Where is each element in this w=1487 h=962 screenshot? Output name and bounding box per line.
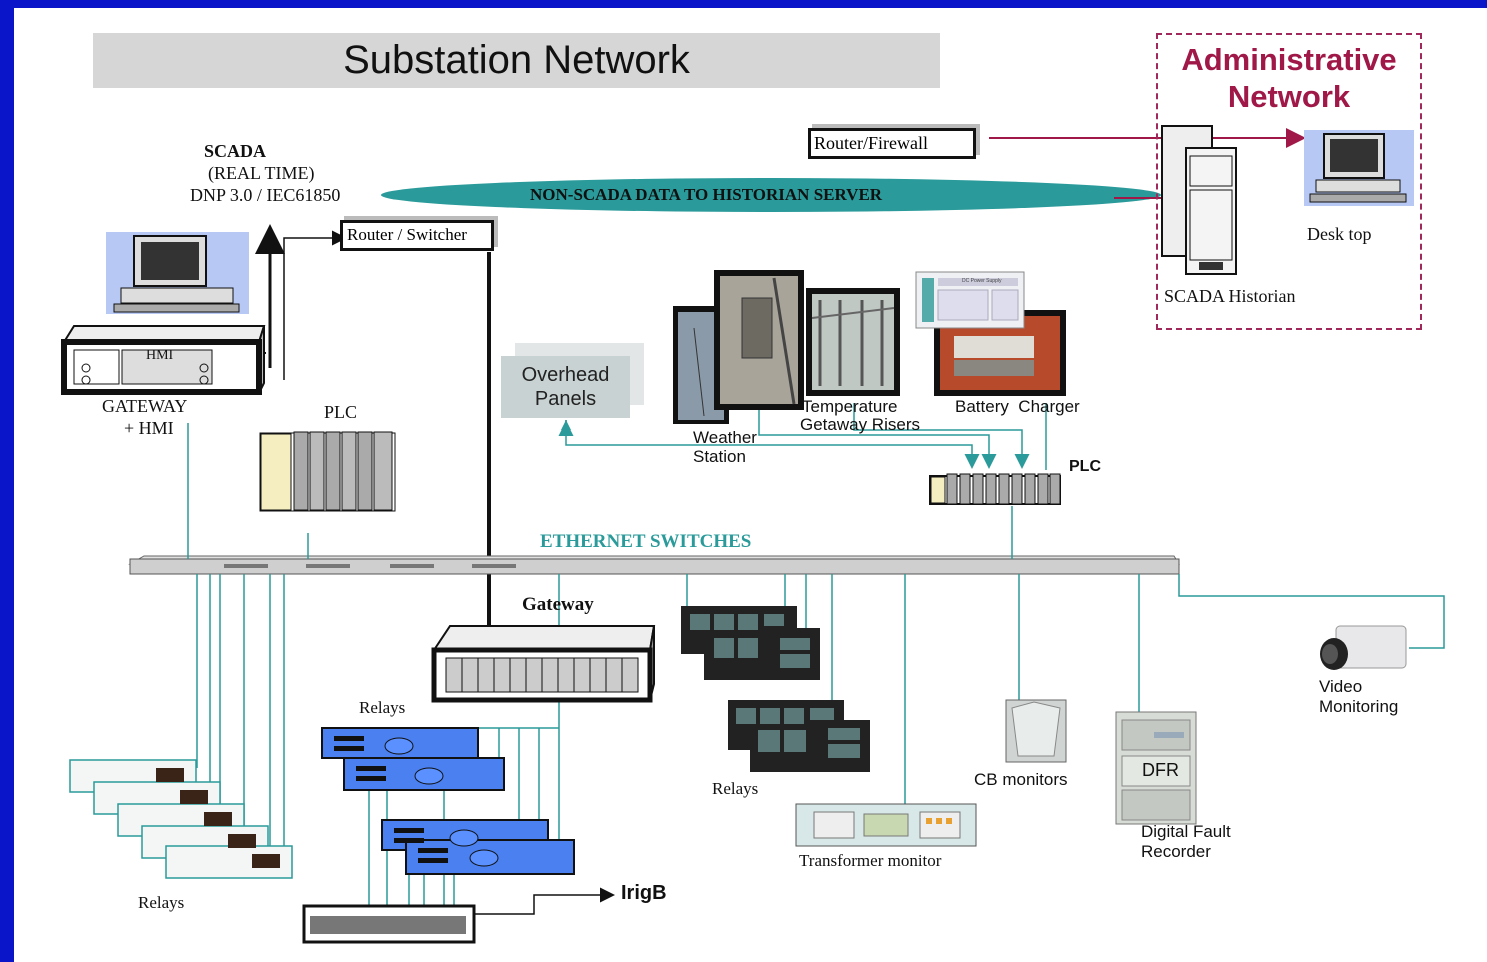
left-relay-displays — [156, 768, 280, 868]
dc-panel — [915, 271, 1025, 329]
admin-title-line2: Network — [1227, 79, 1351, 114]
dfr-badge: DFR — [1142, 760, 1179, 780]
cb-monitors-label: CB monitors — [974, 770, 1068, 789]
gateway-hmi-rack — [61, 325, 266, 395]
historian-label: SCADA Historian — [1164, 286, 1296, 306]
hmi-label: HMI — [146, 348, 174, 363]
video-camera — [1320, 625, 1407, 670]
relays-left-label: Relays — [138, 893, 185, 912]
temperature-line2: Getaway Risers — [800, 415, 920, 434]
diagram-canvas: Substation Network Administrative Networ… — [14, 8, 1487, 962]
irigb-label: IrigB — [621, 882, 667, 904]
gateway-hmi-label-1: GATEWAY — [102, 396, 188, 416]
blue-relays — [321, 727, 575, 875]
scada-label-3: DNP 3.0 / IEC61850 — [190, 185, 341, 205]
scada-historian-servers — [1161, 125, 1237, 275]
cb-monitor-device — [1005, 699, 1067, 763]
scada-label-2: (REAL TIME) — [208, 163, 315, 183]
non-scada-ring — [381, 178, 1161, 212]
scada-label-1: SCADA — [204, 141, 267, 161]
relays-right-label: Relays — [712, 779, 759, 798]
dc-panel-label: DC Power Supply — [962, 278, 1002, 284]
plc-left-label: PLC — [324, 402, 358, 422]
video-line1: Video — [1319, 677, 1363, 696]
weather-station-photos — [673, 270, 804, 424]
weather-line2: Station — [693, 447, 746, 466]
temperature-line1: Temperature — [802, 397, 898, 416]
diagram-graphics — [61, 125, 1445, 944]
router-firewall[interactable]: Router/Firewall — [808, 128, 976, 159]
plc-left-device — [259, 431, 396, 512]
dfr-cabinet — [1115, 711, 1197, 825]
non-scada-label: NON-SCADA DATA TO HISTORIAN SERVER — [530, 185, 883, 204]
desktop-label: Desk top — [1307, 224, 1372, 244]
admin-network-box: Administrative Network — [1156, 33, 1422, 330]
plc-right-device — [929, 473, 1061, 505]
dfr-line2: Recorder — [1141, 842, 1211, 861]
video-line2: Monitoring — [1319, 697, 1399, 716]
irigb-switch — [302, 904, 476, 944]
desktop-computer — [1304, 130, 1414, 206]
overhead-line2: Panels — [534, 388, 597, 410]
router-switcher[interactable]: Router / Switcher — [340, 220, 494, 251]
admin-network-title: Administrative Network — [1158, 41, 1420, 115]
ethernet-switch-bar — [128, 555, 1180, 575]
gateway-hmi-label-2: + HMI — [124, 418, 174, 438]
page-title: Substation Network — [93, 33, 940, 88]
dfr-line1: Digital Fault — [1141, 822, 1231, 841]
relays-middle-label: Relays — [359, 698, 406, 717]
overhead-panels[interactable]: Overhead Panels — [501, 356, 630, 418]
ethernet-label: ETHERNET SWITCHES — [540, 531, 752, 552]
temperature-photo — [806, 288, 900, 396]
battery-charger-label: Battery Charger — [955, 397, 1080, 416]
overhead-line1: Overhead — [521, 364, 610, 386]
gateway-label: Gateway — [522, 594, 594, 615]
weather-line1: Weather — [693, 428, 757, 447]
gateway-rack — [431, 625, 656, 703]
left-relay-stack — [69, 759, 293, 879]
hmi-computer — [106, 232, 249, 314]
transformer-label: Transformer monitor — [799, 851, 942, 870]
plc-right-label: PLC — [1069, 458, 1101, 475]
admin-title-line1: Administrative — [1181, 42, 1397, 77]
transformer-monitor-device — [795, 803, 977, 847]
